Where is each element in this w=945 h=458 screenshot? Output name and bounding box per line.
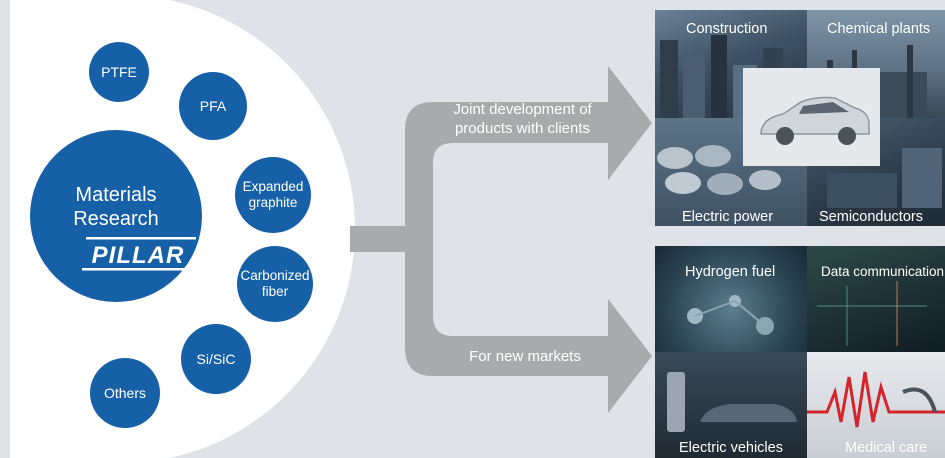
arrow-upper-label: Joint development of products with clien… [453, 101, 592, 137]
material-si-sic: Si/SiC [181, 324, 251, 394]
materials-research-hub: Materials Research [30, 130, 202, 302]
material-ptfe: PTFE [89, 42, 149, 102]
material-carbonized-fiber-label: Carbonized fiber [240, 267, 310, 299]
tile-data-communication: Data communication [807, 246, 945, 352]
material-pfa-label: PFA [199, 97, 227, 114]
label-semiconductors: Semiconductors [819, 209, 923, 225]
material-ptfe-label: PTFE [101, 63, 137, 80]
tile-medical-care: Medical care [807, 352, 945, 458]
hub-title: Materials Research [73, 184, 159, 230]
material-carbonized-fiber: Carbonized fiber [237, 246, 313, 322]
label-chemical-plants: Chemical plants [827, 21, 931, 37]
circuit-image [817, 281, 927, 346]
car-image [743, 68, 880, 166]
label-hydrogen-fuel: Hydrogen fuel [685, 264, 776, 280]
markets-panel-existing: Construction Chemical plants Electric po… [655, 10, 945, 226]
tile-electric-power: Electric power [655, 118, 807, 226]
pillar-logo: PILLAR [82, 237, 196, 271]
label-electric-power: Electric power [682, 209, 774, 225]
arrow-lower-label: For new markets [469, 348, 581, 365]
ev-image [667, 372, 797, 432]
label-data-communication: Data communication [821, 264, 945, 279]
semiconductor-image [827, 148, 942, 208]
markets-panel-new: Hydrogen fuel Data communication Electri… [655, 246, 945, 458]
molecule-image [687, 295, 774, 335]
material-others: Others [90, 358, 160, 428]
car-icon [760, 96, 870, 145]
heartbeat-image [807, 371, 945, 428]
material-others-label: Others [103, 384, 146, 401]
tile-hydrogen-fuel: Hydrogen fuel [655, 246, 807, 352]
storage-tanks-image [657, 145, 781, 195]
material-pfa: PFA [179, 72, 247, 140]
label-construction: Construction [686, 21, 768, 37]
tile-electric-vehicles: Electric vehicles [655, 352, 807, 458]
material-expanded-graphite-label: Expanded graphite [242, 178, 304, 210]
pillar-logo-text: PILLAR [92, 242, 185, 269]
label-medical-care: Medical care [845, 440, 928, 456]
label-electric-vehicles: Electric vehicles [679, 440, 783, 456]
arrow-shape [350, 66, 652, 413]
material-si-sic-label: Si/SiC [196, 350, 236, 367]
material-expanded-graphite: Expanded graphite [235, 157, 311, 233]
